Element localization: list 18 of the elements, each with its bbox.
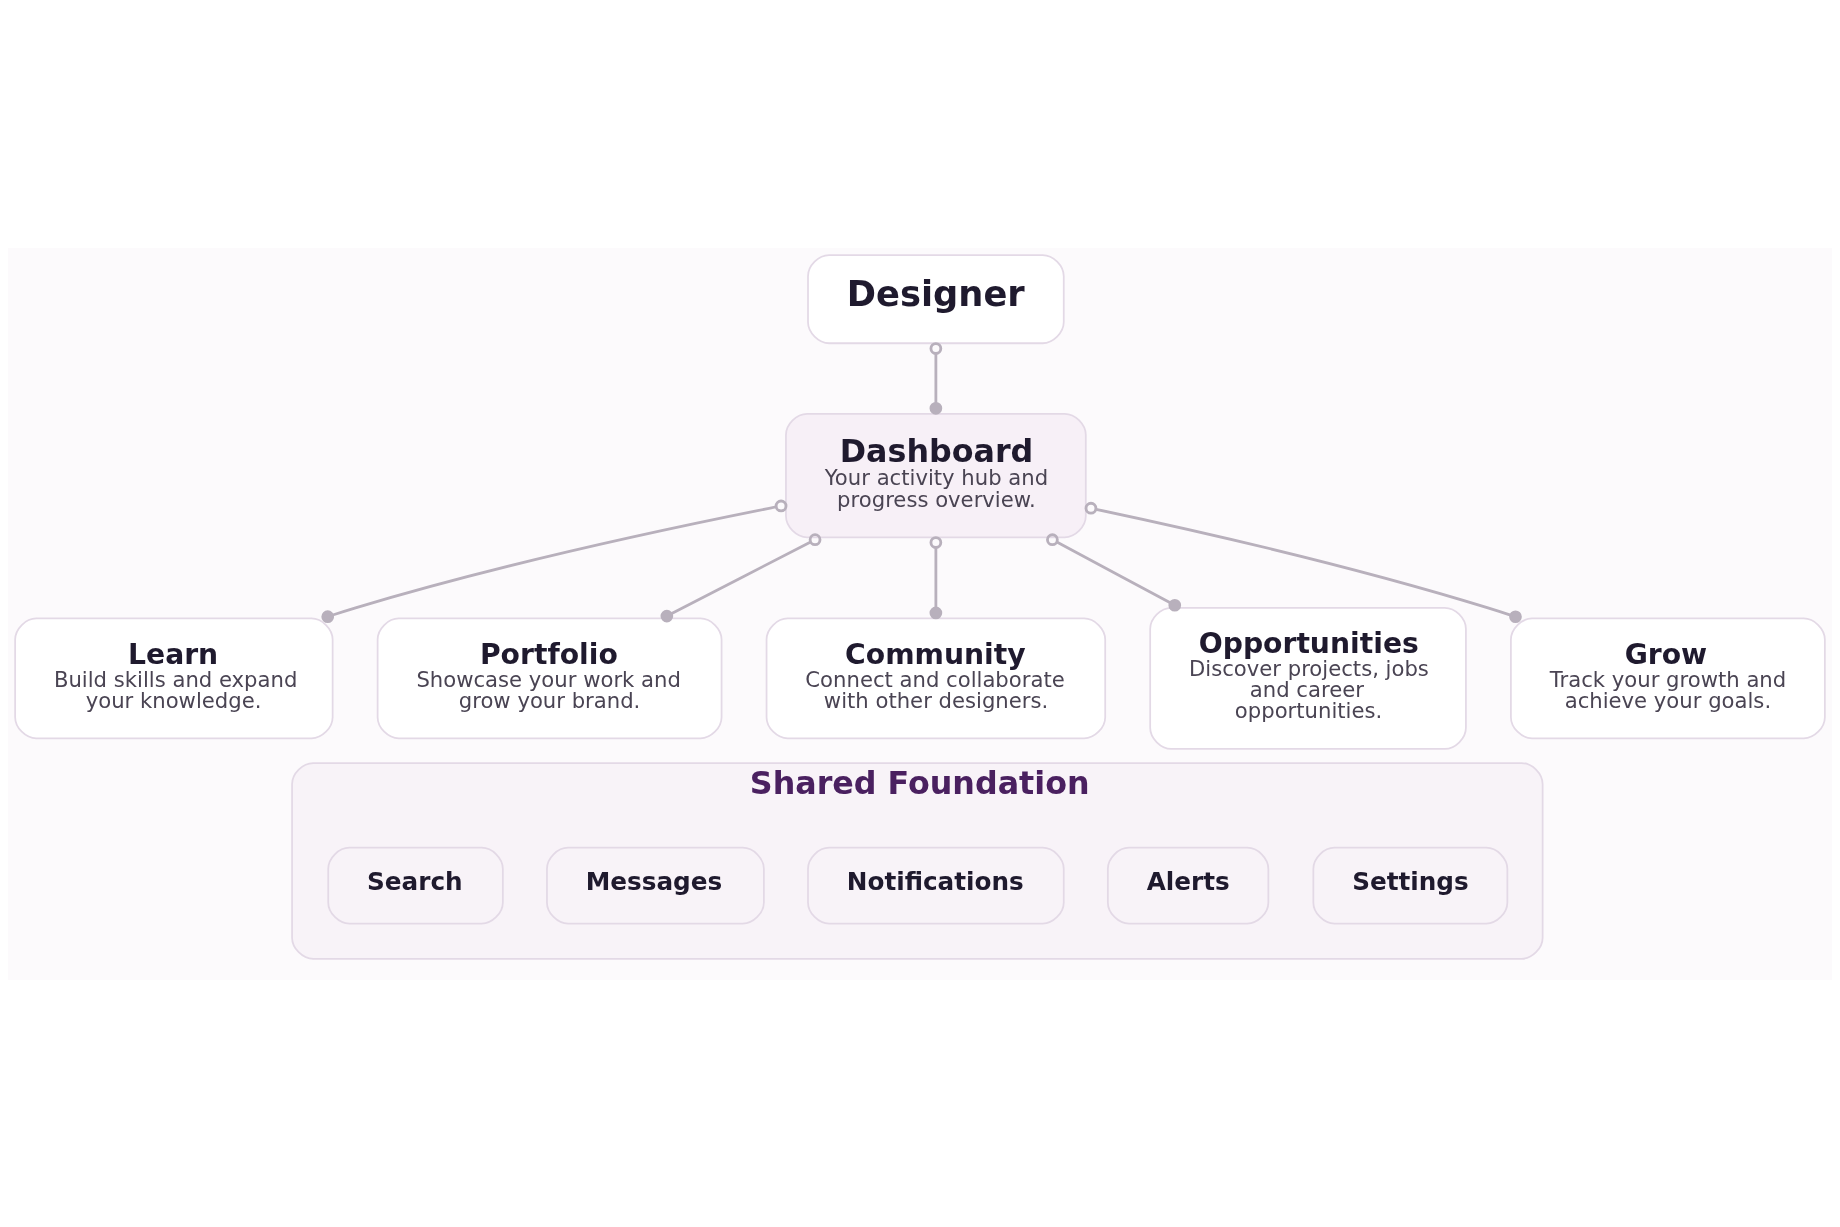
node-box: Community Connect and collaborate with other designers. — [765, 617, 1107, 739]
connector — [1046, 532, 1182, 612]
connector — [321, 499, 788, 623]
node-box: Opportunities Discover projects, jobs and career opportunities. — [1149, 606, 1467, 750]
node-box: Portfolio Showcase your work and grow your brand. — [376, 617, 723, 739]
node-box: Notifications — [807, 846, 1065, 924]
node-box: Alerts — [1106, 846, 1270, 924]
node-box: Messages — [546, 846, 765, 924]
node-box: Grow Track your growth and achieve your goals. — [1510, 617, 1826, 739]
node-box: Designer — [807, 253, 1065, 344]
connector — [660, 532, 822, 622]
node-box: Learn Build skills and expand your knowledge. — [14, 617, 334, 739]
connector — [1084, 501, 1522, 623]
node-box: Dashboard Your activity hub and progress overview. — [785, 412, 1087, 538]
node-box: Settings — [1312, 846, 1509, 924]
node-box: Search — [327, 846, 504, 924]
connector — [929, 341, 943, 415]
connector — [929, 535, 943, 619]
